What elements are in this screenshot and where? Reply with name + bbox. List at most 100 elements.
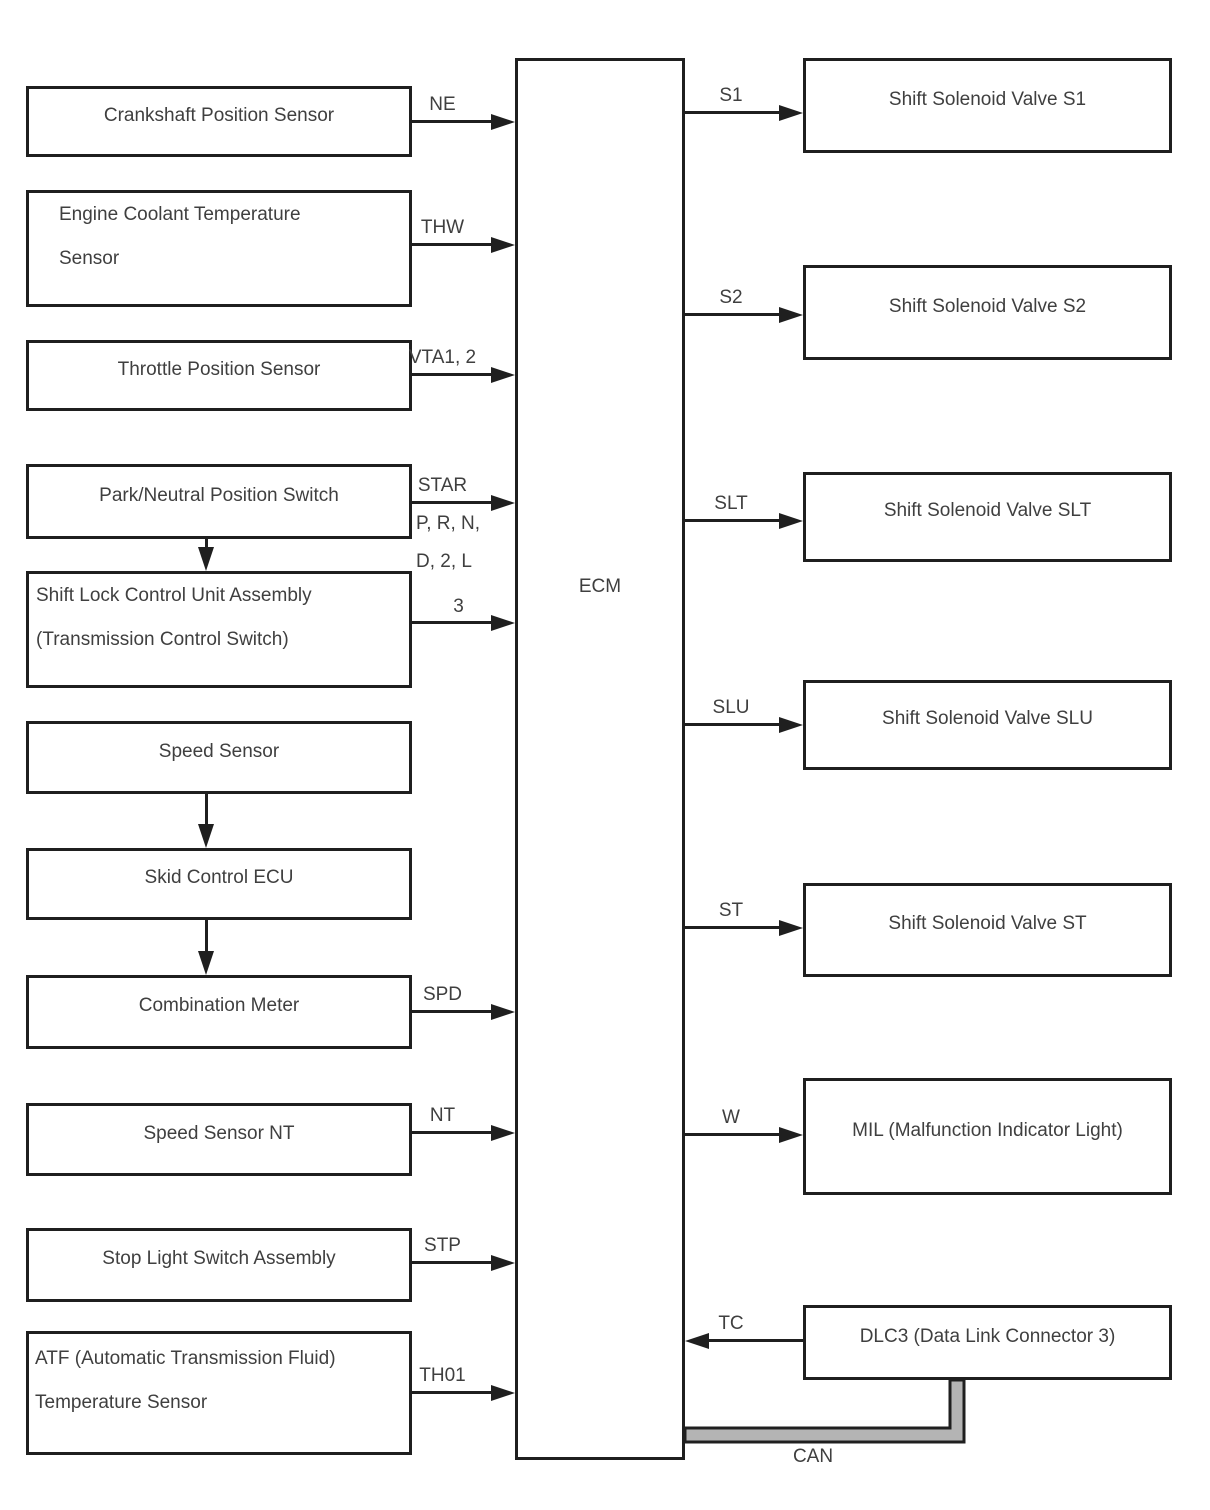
box-speed-sensor-nt: Speed Sensor NT	[26, 1103, 412, 1176]
box-mil: MIL (Malfunction Indicator Light)	[803, 1078, 1172, 1195]
arrow-w	[685, 1133, 782, 1136]
signal-label-nt: NT	[429, 1105, 456, 1126]
arrow-slu-arrowhead	[779, 717, 803, 733]
arrow-nt-arrowhead	[491, 1125, 515, 1141]
box-label: DLC3 (Data Link Connector 3)	[859, 1325, 1116, 1347]
arrow-stp-arrowhead	[491, 1255, 515, 1271]
box-shift-solenoid-valve-s1: Shift Solenoid Valve S1	[803, 58, 1172, 153]
box-label: Sensor	[59, 247, 120, 269]
signal-label-th01: TH01	[419, 1365, 466, 1386]
box-label: (Transmission Control Switch)	[36, 628, 289, 650]
box-label: Temperature Sensor	[35, 1392, 208, 1413]
box-dlc3: DLC3 (Data Link Connector 3)	[803, 1305, 1172, 1380]
signal-label-d2l: D, 2, L	[416, 551, 472, 572]
arrow-tc	[709, 1339, 803, 1342]
arrow-st	[685, 926, 782, 929]
box-label: Stop Light Switch Assembly	[102, 1248, 336, 1269]
arrow-slu	[685, 723, 782, 726]
box-shift-solenoid-valve-slu: Shift Solenoid Valve SLU	[803, 680, 1172, 770]
signal-label-ne: NE	[429, 94, 456, 115]
arrow-thw-arrowhead	[491, 237, 515, 253]
signal-label-slt: SLT	[714, 493, 748, 514]
box-shift-solenoid-valve-st: Shift Solenoid Valve ST	[803, 883, 1172, 977]
box-label: MIL (Malfunction Indicator Light)	[852, 1119, 1123, 1141]
connector-park-neutral-to-shift-lock	[205, 539, 208, 549]
signal-label-spd: SPD	[422, 984, 463, 1005]
signal-label-vta: VTA1, 2	[408, 347, 477, 368]
box-label: Shift Solenoid Valve S2	[888, 295, 1087, 317]
box-label: Crankshaft Position Sensor	[103, 104, 335, 126]
box-stop-light-switch-assembly: Stop Light Switch Assembly	[26, 1228, 412, 1302]
box-label: Engine Coolant Temperature	[59, 203, 301, 225]
box-combination-meter: Combination Meter	[26, 975, 412, 1049]
arrow-spd-arrowhead	[491, 1004, 515, 1020]
box-label: Throttle Position Sensor	[117, 358, 321, 380]
box-engine-coolant-temperature-sensor: Engine Coolant Temperature Sensor	[26, 190, 412, 307]
signal-label-slu: SLU	[712, 697, 750, 718]
signal-label-w: W	[722, 1107, 740, 1128]
arrow-shift-lock-arrowhead	[491, 615, 515, 631]
box-label: Shift Solenoid Valve SLT	[883, 500, 1092, 521]
box-speed-sensor: Speed Sensor	[26, 721, 412, 794]
arrow-star-arrowhead	[491, 495, 515, 511]
box-skid-control-ecu: Skid Control ECU	[26, 848, 412, 920]
signal-label-s1: S1	[719, 85, 743, 106]
box-shift-lock-control-unit-assembly: Shift Lock Control Unit Assembly (Transm…	[26, 571, 412, 688]
box-throttle-position-sensor: Throttle Position Sensor	[26, 340, 412, 411]
arrow-ne-arrowhead	[491, 114, 515, 130]
arrow-tc-arrowhead	[685, 1333, 709, 1349]
box-label: Shift Solenoid Valve SLU	[882, 708, 1093, 729]
signal-label-prn: P, R, N,	[416, 513, 481, 534]
box-label: Speed Sensor	[158, 740, 280, 762]
signal-label-tc: TC	[718, 1313, 744, 1334]
signal-label-st: ST	[718, 900, 744, 921]
box-shift-solenoid-valve-slt: Shift Solenoid Valve SLT	[803, 472, 1172, 562]
arrow-slt-arrowhead	[779, 513, 803, 529]
signal-label-thw: THW	[420, 217, 465, 238]
connector-park-neutral-arrowhead	[198, 547, 214, 571]
arrow-thw	[412, 243, 494, 246]
can-bus	[683, 1378, 966, 1444]
box-label: Speed Sensor NT	[143, 1122, 295, 1144]
connector-skid-ecu-to-combination-meter	[205, 920, 208, 953]
signal-label-can: CAN	[792, 1446, 834, 1467]
arrow-vta	[412, 373, 494, 376]
signal-label-stp: STP	[424, 1235, 461, 1256]
arrow-nt	[412, 1131, 494, 1134]
connector-skid-ecu-arrowhead	[198, 951, 214, 975]
signal-label-star: STAR	[417, 475, 468, 496]
box-atf-temperature-sensor: ATF (Automatic Transmission Fluid) Tempe…	[26, 1331, 412, 1455]
arrow-w-arrowhead	[779, 1127, 803, 1143]
arrow-st-arrowhead	[779, 920, 803, 936]
arrow-s2-arrowhead	[779, 307, 803, 323]
arrow-star	[412, 501, 494, 504]
arrow-s2	[685, 313, 782, 316]
connector-speed-sensor-to-skid-ecu	[205, 794, 208, 826]
arrow-th01	[412, 1391, 494, 1394]
connector-speed-sensor-arrowhead	[198, 824, 214, 848]
arrow-ne	[412, 120, 494, 123]
box-crankshaft-position-sensor: Crankshaft Position Sensor	[26, 86, 412, 157]
box-label: Shift Solenoid Valve ST	[888, 913, 1087, 934]
arrow-s1	[685, 111, 782, 114]
arrow-slt	[685, 519, 782, 522]
arrow-spd	[412, 1010, 494, 1013]
box-label: Park/Neutral Position Switch	[99, 484, 339, 506]
box-label: Skid Control ECU	[144, 867, 294, 888]
arrow-s1-arrowhead	[779, 105, 803, 121]
box-label: Shift Lock Control Unit Assembly	[36, 584, 312, 606]
arrow-th01-arrowhead	[491, 1385, 515, 1401]
arrow-stp	[412, 1261, 494, 1264]
can-bus-band	[683, 1378, 966, 1444]
box-label: Shift Solenoid Valve S1	[888, 88, 1087, 110]
arrow-vta-arrowhead	[491, 367, 515, 383]
box-ecm	[515, 58, 685, 1460]
box-label: ATF (Automatic Transmission Fluid)	[35, 1348, 336, 1369]
box-park-neutral-position-switch: Park/Neutral Position Switch	[26, 464, 412, 539]
arrow-shift-lock	[412, 621, 494, 624]
ecm-label: ECM	[578, 576, 622, 597]
signal-label-s2: S2	[719, 287, 743, 308]
signal-label-3: 3	[453, 596, 464, 617]
box-label: Combination Meter	[138, 995, 300, 1016]
